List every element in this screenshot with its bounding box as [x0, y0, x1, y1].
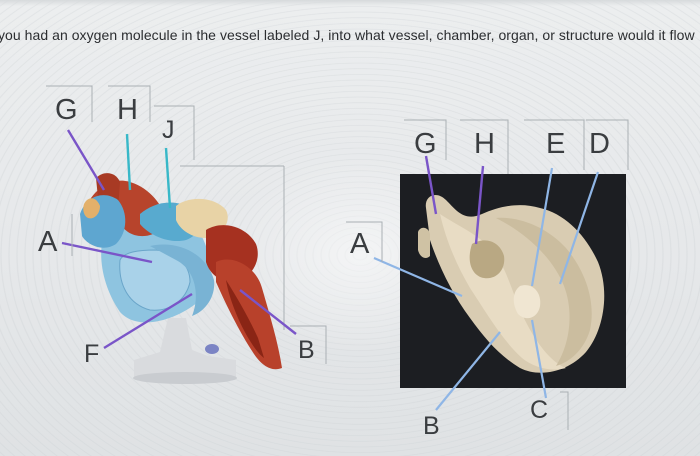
label-e-right: E: [546, 128, 566, 160]
pointer-line-b-right: [435, 331, 501, 411]
pointer-line-d-right: [558, 171, 600, 285]
pointer-line-e-right: [530, 167, 554, 287]
label-a-right: A: [350, 228, 370, 260]
label-d-right: D: [589, 128, 610, 160]
pointer-line-g-left: [66, 129, 106, 191]
label-b-right: B: [423, 412, 440, 440]
label-a-left: A: [38, 226, 58, 258]
pointer-line-j-left: [164, 147, 172, 209]
pointer-line-a-right: [373, 256, 463, 298]
label-g-right: G: [414, 128, 437, 160]
label-j-left: J: [162, 116, 175, 144]
label-h-right: H: [474, 128, 495, 160]
top-divider: [0, 0, 700, 6]
pointer-line-b-left: [239, 289, 297, 335]
label-b-left: B: [298, 336, 315, 364]
pointer-line-g-right: [424, 155, 438, 215]
label-c-right: C: [530, 396, 549, 424]
question-text: you had an oxygen molecule in the vessel…: [0, 27, 695, 43]
pointer-line-a-left: [61, 241, 153, 264]
pointer-line-c-right: [530, 319, 548, 399]
label-g-left: G: [55, 94, 78, 126]
pointer-line-h-left: [125, 133, 132, 191]
pointer-line-h-right: [474, 165, 485, 245]
pointer-line-f-left: [103, 292, 193, 350]
label-h-left: H: [117, 94, 138, 126]
label-f-left: F: [84, 340, 100, 368]
